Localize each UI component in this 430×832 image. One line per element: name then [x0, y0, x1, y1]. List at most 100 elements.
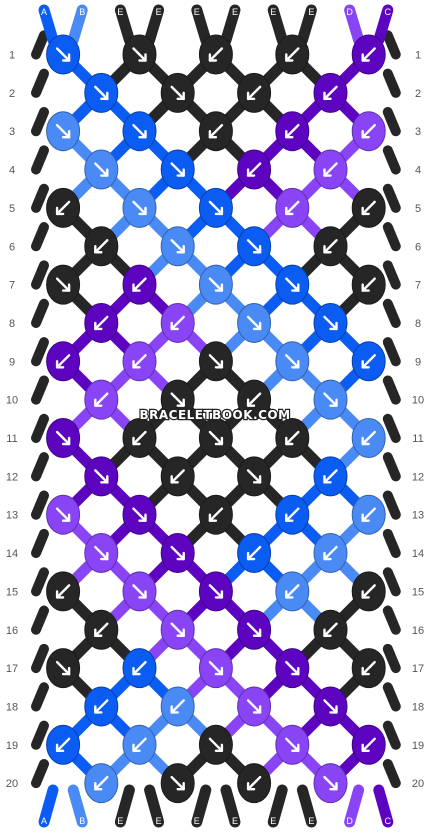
knot — [313, 149, 348, 190]
knot — [122, 494, 157, 535]
top-strand-tail — [38, 4, 59, 46]
knot — [313, 763, 348, 804]
knot — [84, 763, 119, 804]
knot — [122, 648, 157, 689]
knot — [198, 418, 233, 458]
top-strand-letter: B — [79, 7, 85, 17]
edge-strand — [382, 413, 401, 443]
row-label-right: 16 — [412, 625, 424, 637]
knot — [237, 533, 272, 574]
bottom-strand-tail — [114, 784, 135, 828]
edge-strand — [31, 413, 49, 443]
row-label-right: 20 — [412, 778, 424, 790]
row-label-right: 11 — [412, 433, 423, 445]
edge-strand — [31, 567, 49, 597]
top-strand-tail — [191, 4, 212, 46]
row-label-right: 5 — [415, 203, 421, 215]
top-strand-tail — [296, 4, 317, 46]
knot — [275, 187, 310, 228]
knot — [275, 341, 310, 382]
row-label-left: 17 — [6, 663, 18, 675]
edge-strand — [382, 222, 401, 252]
bottom-strand-letter: E — [117, 816, 123, 826]
knot — [46, 571, 81, 612]
top-strand-letter: E — [308, 7, 314, 17]
row-label-right: 13 — [412, 510, 424, 522]
edge-strand — [31, 528, 49, 559]
knot — [237, 379, 272, 420]
knot — [84, 149, 119, 190]
bottom-strand-letter: E — [156, 816, 162, 826]
knot — [160, 226, 195, 267]
edge-strand — [382, 260, 401, 290]
knot — [160, 609, 195, 650]
knot — [160, 72, 195, 113]
knot — [160, 456, 195, 497]
row-label-right: 3 — [415, 126, 421, 138]
row-label-left: 8 — [9, 318, 15, 330]
row-label-right: 17 — [412, 663, 424, 675]
row-label-left: 9 — [9, 356, 15, 368]
knot — [198, 34, 233, 75]
edge-strand — [31, 107, 49, 137]
knot — [237, 226, 272, 267]
bottom-strand-letter: A — [41, 816, 47, 826]
bottom-strand-tail — [220, 784, 241, 828]
edge-strand — [382, 490, 401, 520]
row-label-left: 6 — [9, 241, 15, 253]
edge-strand — [382, 720, 401, 750]
row-label-left: 3 — [9, 126, 15, 138]
edge-strand — [382, 183, 401, 213]
edge-strand — [31, 68, 49, 98]
knot — [160, 149, 195, 190]
edge-strand — [31, 145, 49, 175]
knot — [198, 648, 233, 689]
knot — [275, 111, 310, 152]
top-strand-letter: E — [117, 7, 123, 17]
bottom-strand-tail — [67, 784, 88, 828]
knot — [275, 724, 310, 765]
knot — [84, 609, 119, 650]
knot — [351, 187, 386, 228]
knot — [313, 686, 348, 727]
knot — [198, 264, 233, 305]
knot — [46, 187, 81, 228]
knot — [46, 724, 81, 765]
row-label-left: 19 — [6, 740, 18, 752]
knot — [275, 571, 310, 612]
knot — [122, 34, 157, 75]
top-strand-letter: E — [194, 7, 200, 17]
knot — [84, 72, 119, 113]
edge-strand — [382, 298, 401, 328]
knot-grid — [46, 34, 386, 804]
edge-strand — [382, 452, 401, 482]
top-strand-tail — [67, 4, 88, 46]
row-label-right: 10 — [412, 395, 424, 407]
knot — [160, 763, 195, 804]
knot — [237, 686, 272, 727]
knot — [46, 341, 81, 382]
knot — [160, 686, 195, 727]
row-label-left: 4 — [9, 165, 15, 177]
edge-strand — [31, 260, 49, 290]
knot — [198, 571, 233, 612]
top-strand-tail — [114, 4, 135, 46]
row-label-right: 8 — [415, 318, 421, 330]
knot — [46, 418, 81, 458]
edge-strand — [31, 452, 49, 482]
knot — [351, 418, 386, 458]
bottom-strand-letter: C — [385, 816, 392, 826]
knot — [122, 724, 157, 765]
edge-strand — [31, 643, 49, 674]
knot — [313, 533, 348, 574]
knot — [198, 341, 233, 382]
knot — [122, 264, 157, 305]
knot — [351, 341, 386, 382]
top-strand-tail — [373, 4, 394, 46]
edge-strand — [382, 567, 401, 597]
row-label-left: 20 — [6, 778, 18, 790]
knot — [122, 418, 157, 458]
knot — [351, 34, 386, 75]
edge-strand — [31, 298, 49, 328]
